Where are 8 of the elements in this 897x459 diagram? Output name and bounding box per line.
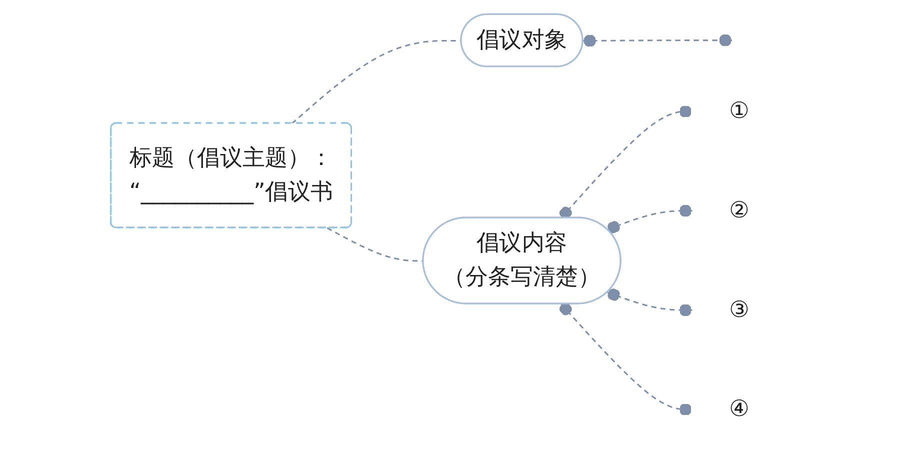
connector	[607, 288, 692, 316]
connector	[559, 302, 692, 416]
connector	[607, 204, 692, 234]
node-text: ①	[729, 98, 750, 124]
node-text: ③	[729, 297, 750, 323]
node-text: ②	[729, 198, 750, 224]
connector	[583, 34, 732, 47]
node-text: ④	[729, 396, 750, 422]
